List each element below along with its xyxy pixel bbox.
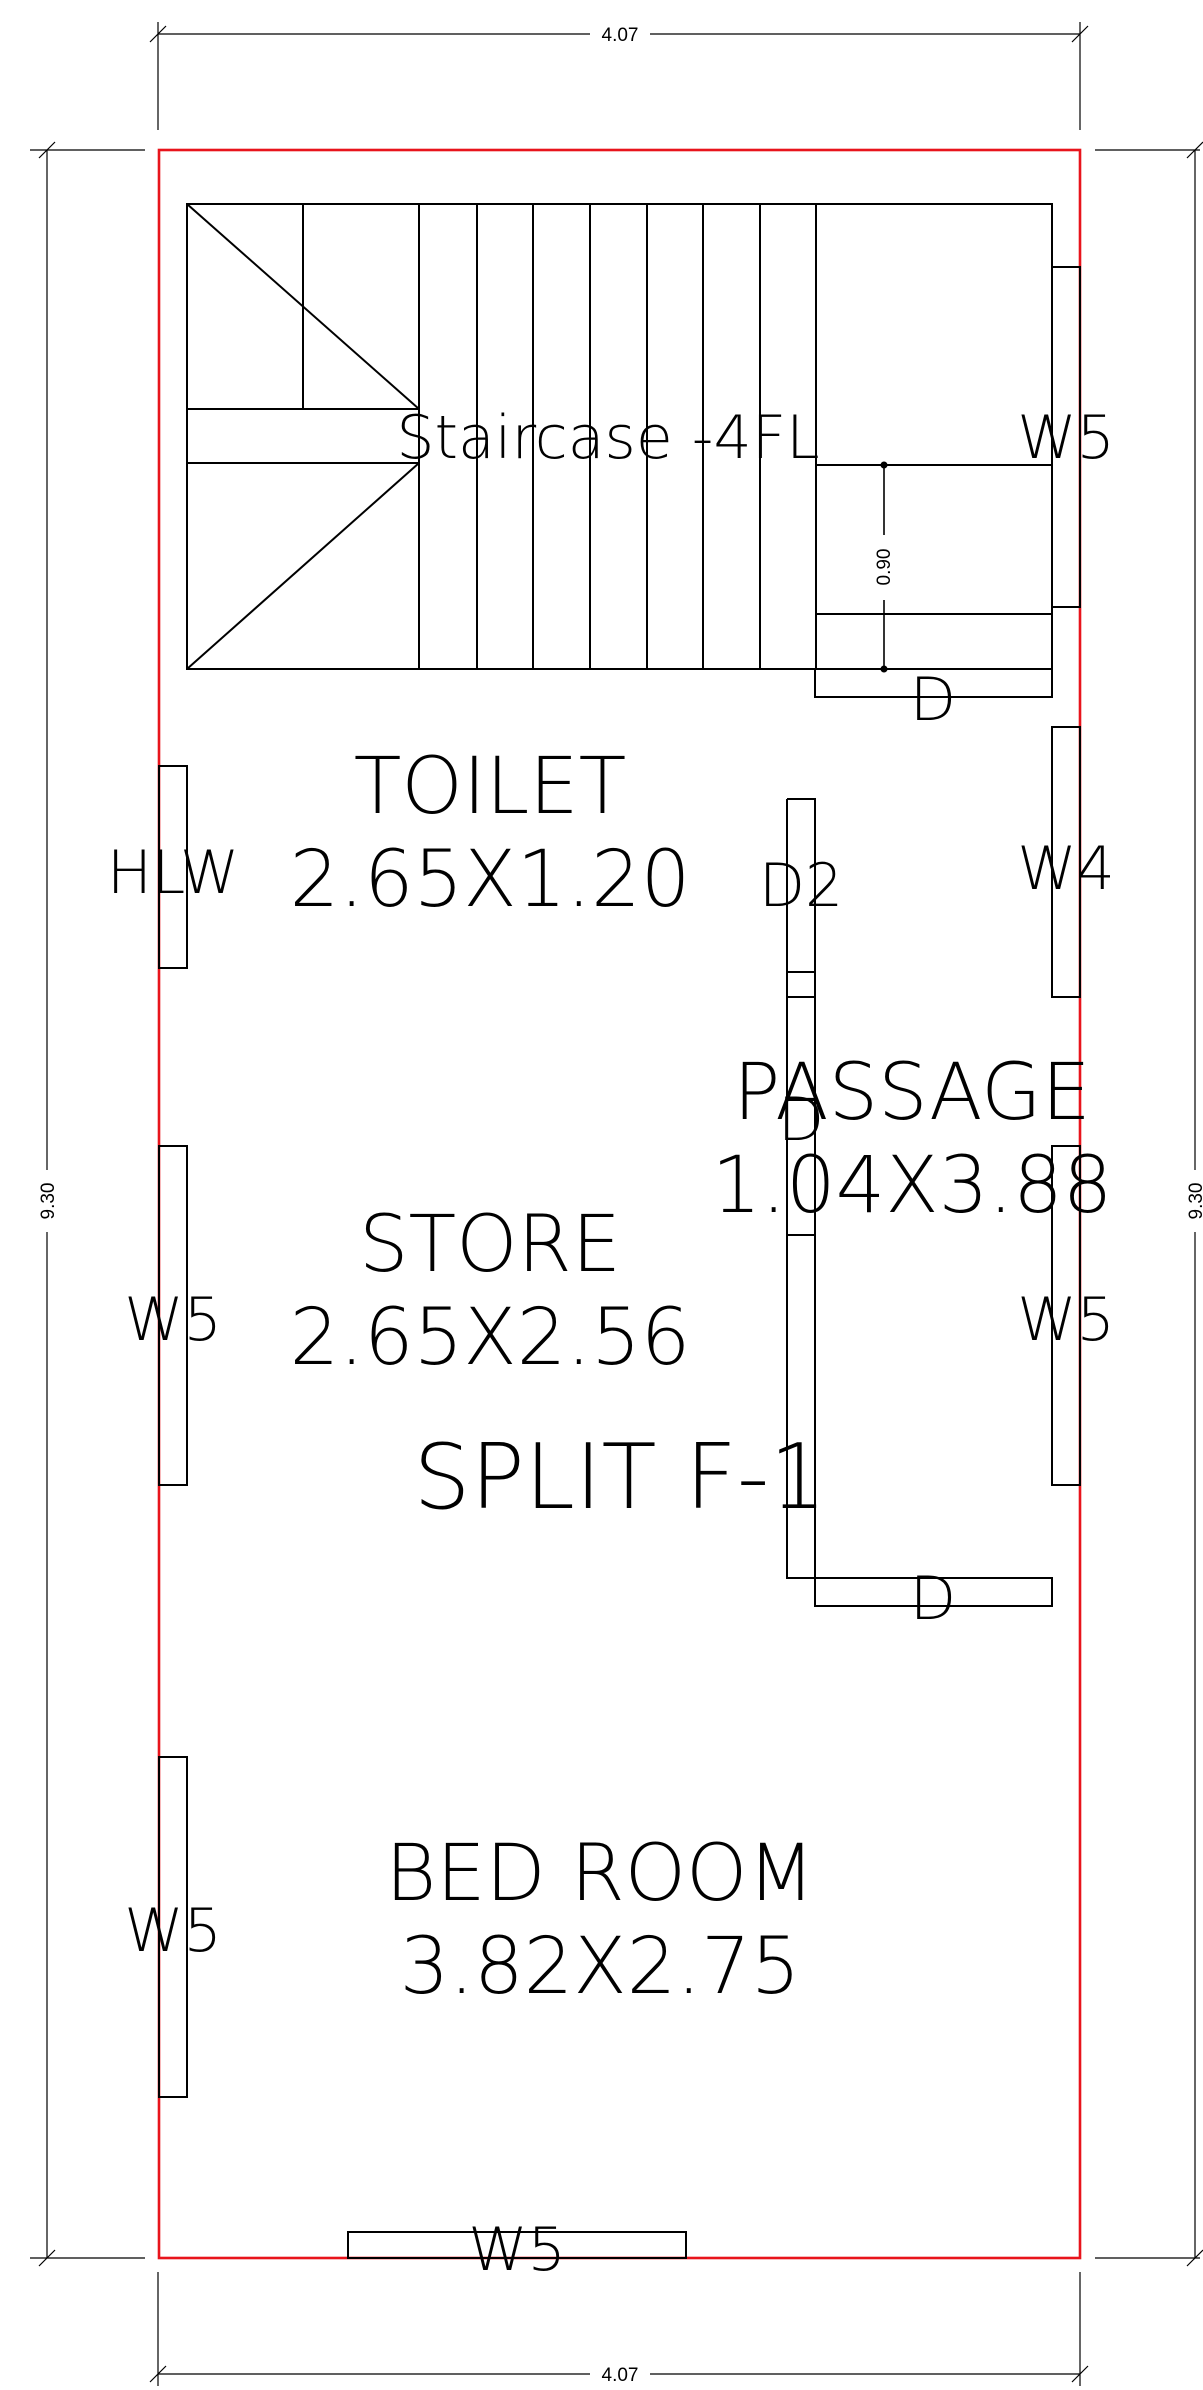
window-w5-stair	[1051, 266, 1081, 608]
dimension-left: 9.30	[30, 141, 145, 2267]
w5-passage-label: W5	[1017, 1285, 1115, 1355]
dimension-bottom: 4.07	[149, 2272, 1089, 2386]
store-size: 2.65X2.56	[290, 1293, 691, 1383]
w5-bed-left-label: W5	[124, 1896, 222, 1966]
toilet-name: TOILET	[354, 742, 626, 832]
w5-store-label: W5	[124, 1285, 222, 1355]
passage-partition	[786, 798, 816, 1579]
passage-name: PASSAGE	[733, 1048, 1091, 1138]
store-name: STORE	[359, 1200, 621, 1290]
w5-stair-label: W5	[1017, 403, 1115, 473]
window-w5-bed-left	[158, 1756, 188, 2098]
split-label: SPLIT F-1	[413, 1425, 826, 1530]
bedroom-size: 3.82X2.75	[400, 1922, 801, 2012]
window-w5-passage	[1051, 1145, 1081, 1486]
w4-label: W4	[1017, 834, 1115, 904]
window-w5-store	[158, 1145, 188, 1486]
landing-dimension-label: 0.90	[874, 549, 895, 586]
door-bedroom-label: D	[910, 1564, 956, 1634]
window-w4	[1051, 726, 1081, 998]
toilet-size: 2.65X1.20	[290, 835, 691, 925]
d2-label: D2	[759, 851, 843, 921]
staircase: 0.90	[186, 203, 1053, 673]
door-stair	[814, 668, 1053, 698]
door-bedroom	[814, 1577, 1053, 1607]
bedroom-name: BED ROOM	[385, 1829, 815, 1919]
top-width-label: 4.07	[602, 25, 639, 46]
door-passage-label: D	[778, 1085, 824, 1155]
bottom-width-label: 4.07	[602, 2365, 639, 2386]
left-height-label: 9.30	[38, 1183, 59, 1220]
door-stair-label: D	[910, 665, 956, 735]
staircase-label: Staircase -4FL	[396, 403, 819, 473]
window-hlw	[158, 765, 188, 969]
dimension-top: 4.07	[149, 22, 1089, 130]
hlw-label: HLW	[107, 838, 239, 908]
passage-size: 1.04X3.88	[712, 1141, 1113, 1231]
right-height-label: 9.30	[1186, 1183, 1203, 1220]
w5-bed-bottom-label: W5	[468, 2215, 566, 2285]
window-w5-bed-bottom	[347, 2231, 687, 2259]
dimension-right: 9.30	[1095, 141, 1203, 2267]
